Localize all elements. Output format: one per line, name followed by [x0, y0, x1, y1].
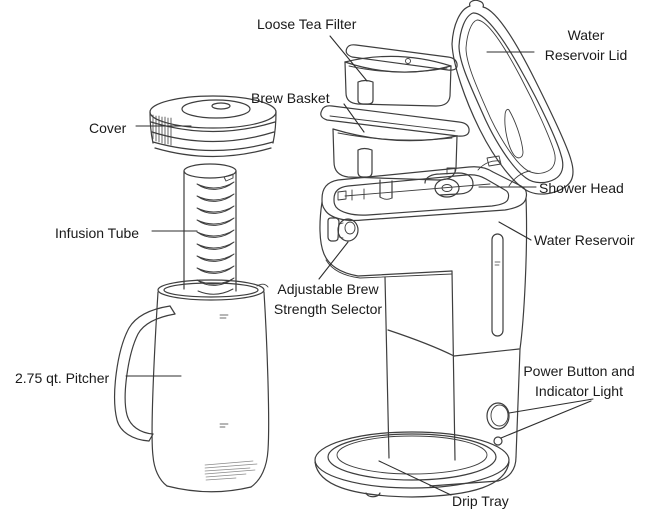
loose-tea-filter-leader-line — [330, 36, 367, 81]
water-reservoir-leader-line — [499, 222, 531, 240]
brew-basket-leader-line — [344, 104, 364, 132]
water-reservoir-lid-drawing — [452, 0, 573, 194]
label-loose-tea-filter: Loose Tea Filter — [257, 16, 357, 32]
drip-tray-leader-line — [379, 461, 451, 495]
pitcher-drawing — [115, 280, 269, 492]
brew-strength-leader-line — [319, 242, 348, 279]
label-shower-head: Shower Head — [539, 180, 624, 196]
label-brew-strength-selector: Adjustable Brew Strength Selector — [264, 279, 392, 319]
shower-head-drawing — [425, 168, 473, 197]
label-drip-tray: Drip Tray — [452, 493, 509, 509]
label-power-button-line2: Indicator Light — [535, 383, 623, 399]
pitcher-level-marks — [220, 315, 228, 427]
label-water-reservoir: Water Reservoir — [534, 232, 635, 248]
label-brew-basket: Brew Basket — [251, 90, 330, 106]
label-cover: Cover — [89, 120, 127, 136]
label-brew-strength-line1: Adjustable Brew — [277, 281, 379, 297]
pitcher-fine-print — [205, 461, 257, 480]
machine-top-drawing — [322, 167, 526, 221]
label-water-reservoir-lid: Water Reservoir Lid — [536, 25, 636, 65]
cover-knurl-hatching — [153, 115, 171, 145]
label-infusion-tube: Infusion Tube — [55, 225, 140, 241]
label-power-button-indicator: Power Button and Indicator Light — [514, 361, 644, 401]
label-pitcher: 2.75 qt. Pitcher — [15, 370, 110, 386]
water-level-window-drawing — [492, 234, 503, 336]
drip-tray-drawing — [315, 432, 509, 497]
indicator-light-drawing — [494, 437, 502, 445]
infusion-tube-drawing — [184, 164, 236, 294]
label-water-reservoir-lid-line2: Reservoir Lid — [544, 47, 628, 63]
brew-basket-drawing — [321, 106, 469, 199]
loose-tea-filter-drawing — [345, 45, 457, 106]
power-button-leader-line — [509, 399, 593, 413]
brew-strength-knob-drawing — [328, 218, 358, 241]
indicator-light-leader-line — [501, 401, 591, 438]
label-brew-strength-line2: Strength Selector — [273, 301, 383, 317]
power-button-drawing — [487, 403, 509, 429]
machine-body-drawing — [320, 198, 527, 486]
label-power-button-line1: Power Button and — [523, 363, 635, 379]
label-water-reservoir-lid-line1: Water — [567, 27, 605, 43]
